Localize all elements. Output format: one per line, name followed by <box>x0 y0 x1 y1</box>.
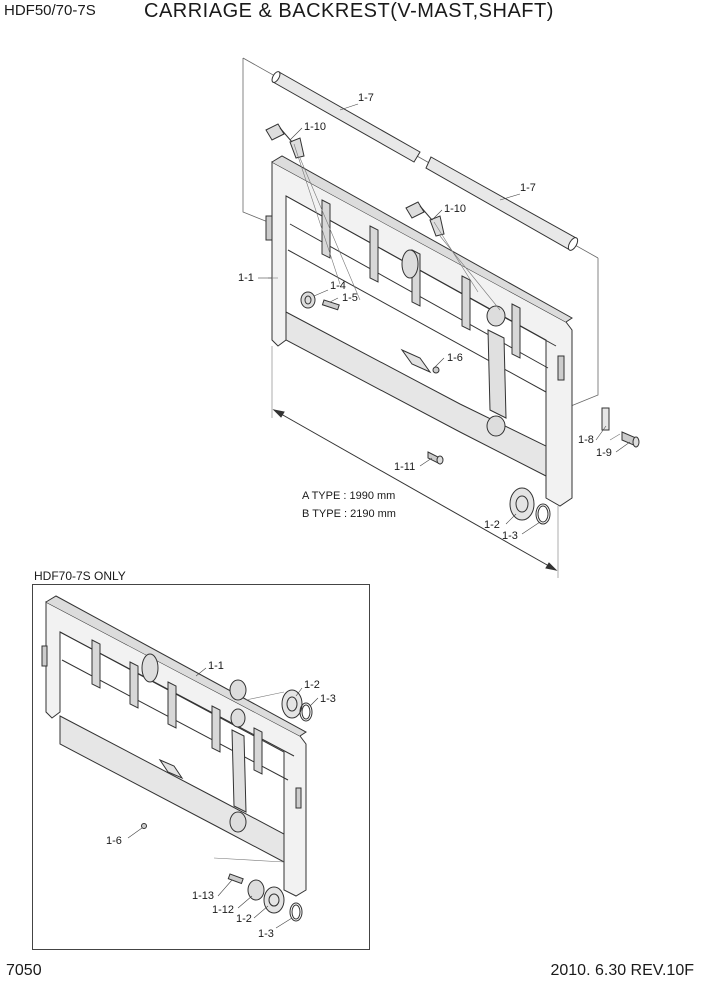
date-revision: 2010. 6.30 REV.10F <box>550 962 694 979</box>
bearing-1-2 <box>509 487 535 521</box>
part-1-5 <box>321 299 340 311</box>
part-1-4 <box>300 291 316 309</box>
inset-title: HDF70-7S ONLY <box>34 569 126 583</box>
inset-label-1-2-b: 1-2 <box>236 913 252 925</box>
part-1-8 <box>601 407 610 431</box>
label-1-9: 1-9 <box>596 447 612 459</box>
label-1-7-a: 1-7 <box>358 92 374 104</box>
label-1-10-b: 1-10 <box>444 203 466 215</box>
inset-label-1-1: 1-1 <box>208 660 224 672</box>
label-1-4: 1-4 <box>330 280 346 292</box>
label-1-3: 1-3 <box>502 530 518 542</box>
carriage-frame-1-1 <box>265 155 573 507</box>
inset-label-1-13: 1-13 <box>192 890 214 902</box>
anchor-1-10-right <box>405 201 445 237</box>
label-1-11: 1-11 <box>394 461 415 473</box>
label-1-10-a: 1-10 <box>304 121 326 133</box>
spec-b-type: B TYPE : 2190 mm <box>302 508 396 520</box>
inset-label-1-12: 1-12 <box>212 904 234 916</box>
page-number: 7050 <box>6 962 42 979</box>
label-1-6: 1-6 <box>447 352 463 364</box>
part-1-6 <box>400 348 440 374</box>
phantom-outline <box>242 58 269 223</box>
width-dimension-line <box>271 346 559 578</box>
part-1-9 <box>621 431 640 448</box>
label-1-1: 1-1 <box>238 272 254 284</box>
inset-frame <box>32 584 370 950</box>
inset-label-1-3-a: 1-3 <box>320 693 336 705</box>
inset-label-1-6: 1-6 <box>106 835 122 847</box>
shaft-1-7-right <box>425 156 579 251</box>
part-1-11 <box>427 451 444 465</box>
model-code: HDF50/70-7S <box>4 2 96 19</box>
shaft-1-7-left <box>271 71 421 163</box>
inset-label-1-3-b: 1-3 <box>258 928 274 940</box>
inset-exploded-view <box>41 595 319 929</box>
anchor-1-10-left <box>265 123 305 159</box>
label-1-8: 1-8 <box>578 434 594 446</box>
label-1-2: 1-2 <box>484 519 500 531</box>
page-title: CARRIAGE & BACKREST(V-MAST,SHAFT) <box>144 0 554 22</box>
snap-ring-1-3 <box>535 503 551 525</box>
label-1-7-b: 1-7 <box>520 182 536 194</box>
spec-a-type: A TYPE : 1990 mm <box>302 490 396 502</box>
inset-label-1-2-a: 1-2 <box>304 679 320 691</box>
label-1-5: 1-5 <box>342 292 358 304</box>
